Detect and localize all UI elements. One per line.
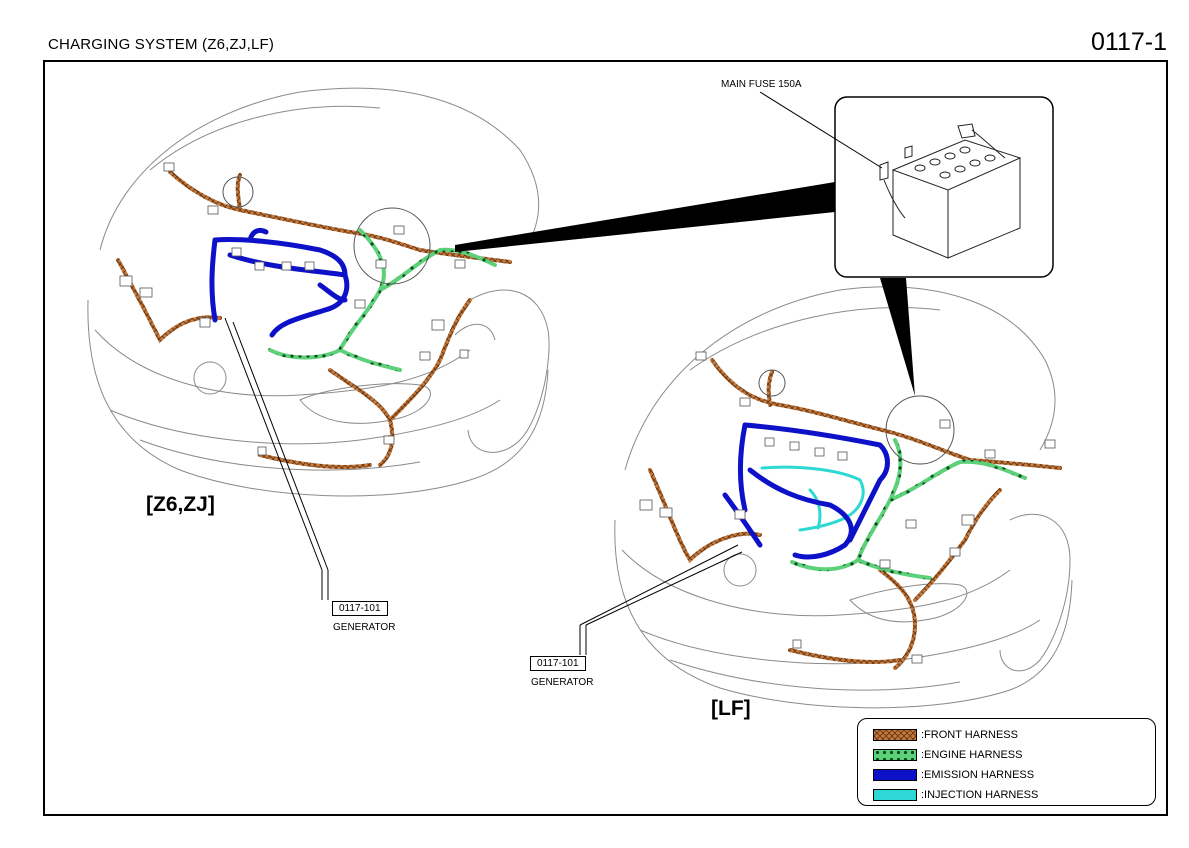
variant-label-lf: [LF]	[711, 697, 751, 720]
battery-drawing	[879, 123, 1022, 259]
generator-code-left[interactable]: 0117-101	[332, 601, 388, 616]
injection-harness-right	[760, 465, 865, 532]
engine-harness-swatch	[873, 749, 917, 761]
engine-harness-right	[790, 438, 1027, 580]
legend-label: :ENGINE HARNESS	[921, 749, 1023, 761]
legend-row-front: :FRONT HARNESS	[873, 728, 1018, 742]
legend-row-injection: :INJECTION HARNESS	[873, 788, 1038, 802]
fuse-leader-line	[759, 91, 883, 169]
diagram-frame	[43, 60, 1168, 816]
generator-label-right: GENERATOR	[531, 677, 594, 688]
legend-label: :EMISSION HARNESS	[921, 769, 1035, 781]
legend-row-emission: :EMISSION HARNESS	[873, 768, 1034, 782]
harness-legend: :FRONT HARNESS :ENGINE HARNESS :EMISSION…	[857, 718, 1156, 806]
generator-code-right[interactable]: 0117-101	[530, 656, 586, 671]
legend-row-engine: :ENGINE HARNESS	[873, 748, 1022, 762]
front-harness-right	[648, 358, 1062, 670]
connectors-left	[119, 162, 469, 456]
connectors-right	[639, 351, 1056, 664]
legend-label: :FRONT HARNESS	[921, 729, 1018, 741]
generator-label-left: GENERATOR	[333, 622, 396, 633]
battery-detail-box	[834, 96, 1054, 278]
car-outline-left	[87, 87, 550, 497]
car-outline-right	[614, 286, 1073, 709]
main-fuse-label: MAIN FUSE 150A	[721, 79, 802, 90]
emission-harness-swatch	[873, 769, 917, 781]
emission-harness-right	[722, 422, 890, 560]
detail-circles-left	[222, 176, 431, 285]
page-number: 0117-1	[1091, 28, 1167, 56]
page-title: CHARGING SYSTEM (Z6,ZJ,LF)	[48, 36, 275, 53]
legend-label: :INJECTION HARNESS	[921, 789, 1039, 801]
injection-harness-swatch	[873, 789, 917, 801]
detail-circles-right	[758, 369, 955, 465]
detail-pointers	[455, 182, 915, 396]
front-harness-swatch	[873, 729, 917, 741]
generator-leaders-left	[224, 317, 329, 600]
generator-leaders-right	[579, 544, 743, 655]
front-harness-left	[116, 170, 512, 469]
emission-harness-left	[209, 227, 350, 338]
variant-label-z6-zj: [Z6,ZJ]	[146, 493, 215, 516]
